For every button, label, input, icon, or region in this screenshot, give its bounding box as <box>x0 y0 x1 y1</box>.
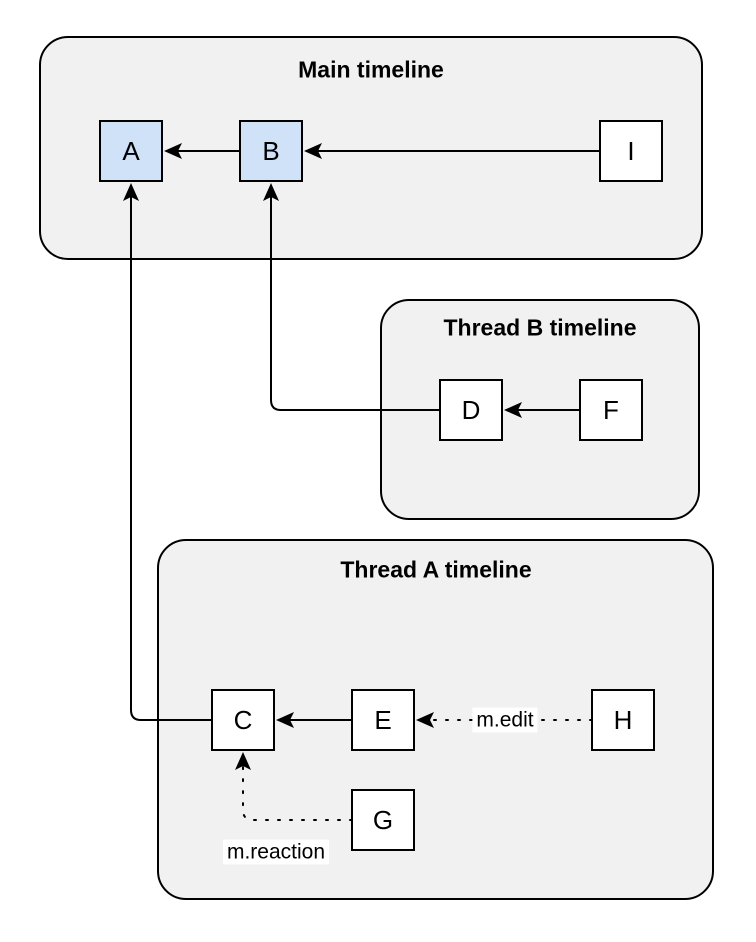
node-h-label: H <box>613 705 633 735</box>
node-e-label: E <box>374 705 392 735</box>
node-g-label: G <box>372 805 394 835</box>
node-b-label: B <box>262 136 280 166</box>
node-g-box <box>351 789 415 851</box>
node-c-label: C <box>233 705 253 735</box>
node-d-label: D <box>461 395 481 425</box>
edge-i-to-b-arrowhead-icon <box>304 143 322 159</box>
node-f-label: F <box>603 395 619 425</box>
edge-h-to-e-arrowhead-icon <box>416 712 434 728</box>
edge-c-to-a-line <box>130 197 212 721</box>
node-b-box <box>239 120 303 182</box>
main-timeline-container <box>39 36 703 260</box>
main-timeline-title: Main timeline <box>298 56 444 83</box>
edge-d-to-b-line <box>270 197 440 411</box>
node-e-box <box>351 689 415 751</box>
node-f-box <box>579 379 643 441</box>
node-c-box <box>211 689 275 751</box>
node-h-box <box>591 689 655 751</box>
edge-b-to-a-arrowhead-icon <box>164 143 182 159</box>
node-i-box <box>599 120 663 182</box>
edge-g-to-c-arrowhead-icon <box>235 752 251 770</box>
node-a-label: A <box>122 136 140 166</box>
edge-f-to-d-arrowhead-icon <box>504 402 522 418</box>
edge-e-to-c-arrowhead-icon <box>276 712 294 728</box>
edge-g-to-c-dotted-line <box>242 765 353 821</box>
edge-h-to-e-label: m.edit <box>472 707 538 733</box>
thread-b-timeline-title: Thread B timeline <box>443 314 637 341</box>
edge-g-to-c-label: m.reaction <box>222 839 330 865</box>
edge-c-to-a-arrowhead-icon <box>123 183 139 201</box>
node-d-box <box>439 379 503 441</box>
node-i-label: I <box>627 136 635 166</box>
node-a-box <box>99 120 163 182</box>
thread-a-timeline-title: Thread A timeline <box>340 556 532 583</box>
edge-d-to-b-arrowhead-icon <box>263 183 279 201</box>
